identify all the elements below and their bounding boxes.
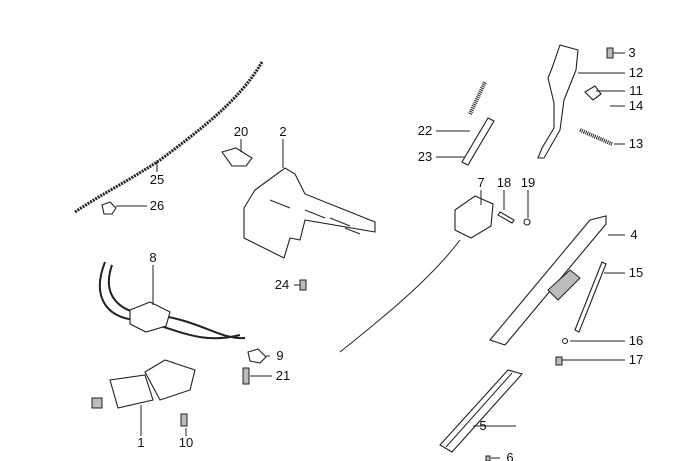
part-16-washer <box>561 337 569 345</box>
callout-21: 21 <box>275 368 291 383</box>
leader-lines <box>116 52 625 459</box>
part-8-harness <box>99 261 246 340</box>
part-22-spring <box>468 81 487 115</box>
callout-5: 5 <box>479 418 487 433</box>
part-20-clip <box>221 147 253 167</box>
part-4-slider <box>547 269 581 301</box>
callout-10: 10 <box>178 435 194 450</box>
callout-2: 2 <box>279 124 287 139</box>
callout-1: 1 <box>137 435 145 450</box>
regulator-cable <box>339 239 461 353</box>
part-7-regulator <box>454 195 494 239</box>
part-26-clip <box>101 201 117 215</box>
callout-9: 9 <box>276 348 284 363</box>
part-2-bracket <box>243 167 376 259</box>
bracket-slots <box>269 199 361 235</box>
part-23-tube <box>461 117 495 166</box>
callout-11: 11 <box>629 83 643 98</box>
part-15-rod <box>574 261 607 333</box>
part-25-cable <box>74 61 264 214</box>
callout-6: 6 <box>506 450 514 461</box>
part-6-screw <box>485 455 491 461</box>
part-3-screw <box>606 47 614 59</box>
part-5-channel <box>439 369 523 453</box>
callout-22: 22 <box>417 123 433 138</box>
callout-8: 8 <box>149 250 157 265</box>
callout-23: 23 <box>417 149 433 164</box>
callout-12: 12 <box>628 65 644 80</box>
callout-24: 24 <box>274 277 290 292</box>
callout-14: 14 <box>628 98 644 113</box>
part-1-motor <box>109 374 154 409</box>
part-9-clip <box>247 348 267 364</box>
callout-7: 7 <box>477 175 485 190</box>
part-8-module <box>129 301 171 333</box>
callout-25: 25 <box>149 172 165 187</box>
part-17-screw <box>555 356 563 366</box>
callout-26: 26 <box>149 198 165 213</box>
callout-20: 20 <box>233 124 249 139</box>
callout-15: 15 <box>628 265 644 280</box>
callout-4: 4 <box>630 227 638 242</box>
part-1-connector <box>91 397 103 409</box>
callout-17: 17 <box>628 352 644 367</box>
part-18-pin <box>497 211 515 224</box>
part-10-screw <box>180 413 188 427</box>
part-4-rail <box>489 215 607 346</box>
channel-line <box>445 372 513 448</box>
part-13-spring <box>579 128 613 146</box>
part-11-pivot <box>584 85 602 101</box>
callout-13: 13 <box>628 136 644 151</box>
part-12-bracket <box>537 44 579 159</box>
part-19-nut <box>523 218 531 226</box>
part-21-screw <box>242 367 250 385</box>
callout-16: 16 <box>628 333 644 348</box>
part-24-screw <box>299 279 307 291</box>
callout-3: 3 <box>628 45 636 60</box>
callout-19: 19 <box>520 175 536 190</box>
part-1-gearbox <box>144 359 196 401</box>
callout-18: 18 <box>496 175 512 190</box>
